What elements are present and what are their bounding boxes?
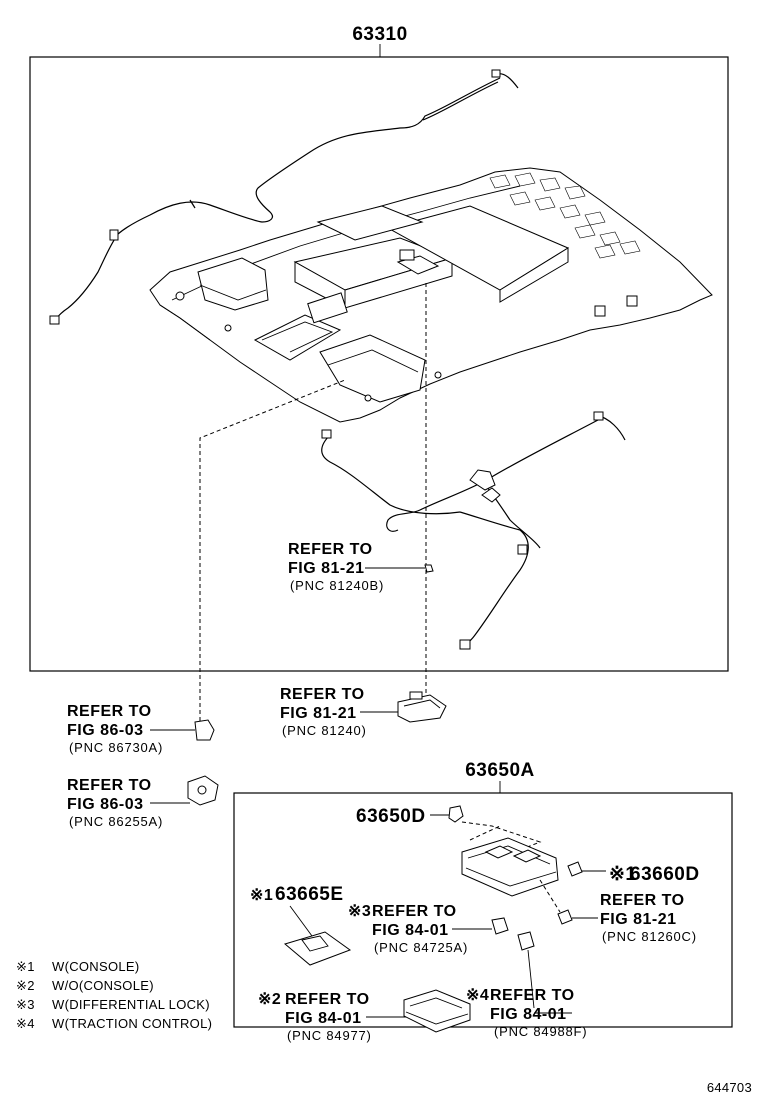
svg-text:(PNC 86730A): (PNC 86730A) xyxy=(69,740,163,755)
svg-text:※3: ※3 xyxy=(348,903,371,920)
roof-wire-harness xyxy=(49,69,519,325)
svg-text:W(DIFFERENTIAL LOCK): W(DIFFERENTIAL LOCK) xyxy=(52,997,210,1012)
svg-text:※1: ※1 xyxy=(609,864,637,885)
svg-text:FIG 81-21: FIG 81-21 xyxy=(280,705,357,722)
svg-text:FIG 81-21: FIG 81-21 xyxy=(600,911,677,928)
svg-text:(PNC 81260C): (PNC 81260C) xyxy=(602,929,697,944)
svg-text:63665E: 63665E xyxy=(275,884,344,905)
svg-text:REFER TO: REFER TO xyxy=(288,541,373,558)
svg-text:W(TRACTION CONTROL): W(TRACTION CONTROL) xyxy=(52,1016,212,1031)
legend-item: ※2 W/O(CONSOLE) xyxy=(16,978,154,993)
legend-item: ※1 W(CONSOLE) xyxy=(16,959,140,974)
svg-text:(PNC 84988F): (PNC 84988F) xyxy=(494,1024,587,1039)
svg-text:※4: ※4 xyxy=(16,1016,35,1031)
part-number-63650A[interactable]: 63650A xyxy=(465,760,535,781)
svg-text:※2: ※2 xyxy=(16,978,35,993)
guide-line-left xyxy=(199,379,346,728)
svg-text:63660D: 63660D xyxy=(630,864,700,885)
reference-84977[interactable]: ※2 REFER TO FIG 84-01 (PNC 84977) xyxy=(258,989,471,1043)
figure-id: 644703 xyxy=(707,1080,752,1095)
svg-text:REFER TO: REFER TO xyxy=(285,991,370,1008)
svg-text:REFER TO: REFER TO xyxy=(600,892,685,909)
reference-84725A[interactable]: ※3 REFER TO FIG 84-01 (PNC 84725A) xyxy=(348,903,535,955)
reference-84988F[interactable]: ※4 REFER TO FIG 84-01 (PNC 84988F) xyxy=(466,949,587,1039)
svg-text:REFER TO: REFER TO xyxy=(67,703,152,720)
overhead-console-lamp xyxy=(461,821,573,925)
svg-text:REFER TO: REFER TO xyxy=(372,903,457,920)
svg-text:※3: ※3 xyxy=(16,997,35,1012)
svg-text:FIG 81-21: FIG 81-21 xyxy=(288,560,365,577)
svg-text:(PNC 86255A): (PNC 86255A) xyxy=(69,814,163,829)
svg-text:FIG 86-03: FIG 86-03 xyxy=(67,722,144,739)
svg-text:REFER TO: REFER TO xyxy=(280,686,365,703)
legend: ※1 W(CONSOLE) ※2 W/O(CONSOLE) ※3 W(DIFFE… xyxy=(16,959,212,1031)
part-63665E[interactable]: ※1 63665E xyxy=(250,884,352,966)
reference-81260C[interactable]: REFER TO FIG 81-21 (PNC 81260C) xyxy=(572,892,697,944)
legend-item: ※4 W(TRACTION CONTROL) xyxy=(16,1016,212,1031)
svg-text:※4: ※4 xyxy=(466,987,489,1004)
svg-text:(PNC 84977): (PNC 84977) xyxy=(287,1028,372,1043)
reference-86730A[interactable]: REFER TO FIG 86-03 (PNC 86730A) xyxy=(67,703,215,755)
part-number-63310[interactable]: 63310 xyxy=(352,24,407,45)
svg-text:FIG 84-01: FIG 84-01 xyxy=(285,1010,362,1027)
lower-wire-harness xyxy=(321,411,626,650)
roof-headliner-panel xyxy=(149,167,713,423)
part-63660D[interactable]: ※1 63660D xyxy=(567,861,700,885)
svg-text:63650D: 63650D xyxy=(356,806,426,827)
svg-text:REFER TO: REFER TO xyxy=(67,777,152,794)
svg-text:W/O(CONSOLE): W/O(CONSOLE) xyxy=(52,978,154,993)
svg-text:FIG 84-01: FIG 84-01 xyxy=(490,1006,567,1023)
reference-81240B[interactable]: REFER TO FIG 81-21 (PNC 81240B) xyxy=(288,541,434,593)
svg-text:FIG 86-03: FIG 86-03 xyxy=(67,796,144,813)
svg-text:FIG 84-01: FIG 84-01 xyxy=(372,922,449,939)
svg-text:(PNC 81240): (PNC 81240) xyxy=(282,723,367,738)
lamp-assy-frame xyxy=(233,792,733,1028)
svg-text:※1: ※1 xyxy=(16,959,35,974)
legend-item: ※3 W(DIFFERENTIAL LOCK) xyxy=(16,997,210,1012)
svg-text:※2: ※2 xyxy=(258,991,281,1008)
part-63650D[interactable]: 63650D xyxy=(356,805,464,827)
reference-81240[interactable]: REFER TO FIG 81-21 (PNC 81240) xyxy=(280,686,447,738)
svg-text:REFER TO: REFER TO xyxy=(490,987,575,1004)
svg-text:(PNC 84725A): (PNC 84725A) xyxy=(374,940,468,955)
svg-text:W(CONSOLE): W(CONSOLE) xyxy=(52,959,140,974)
reference-86255A[interactable]: REFER TO FIG 86-03 (PNC 86255A) xyxy=(67,775,219,829)
headliner-frame xyxy=(29,56,729,672)
svg-text:※1: ※1 xyxy=(250,887,273,904)
svg-text:(PNC 81240B): (PNC 81240B) xyxy=(290,578,384,593)
